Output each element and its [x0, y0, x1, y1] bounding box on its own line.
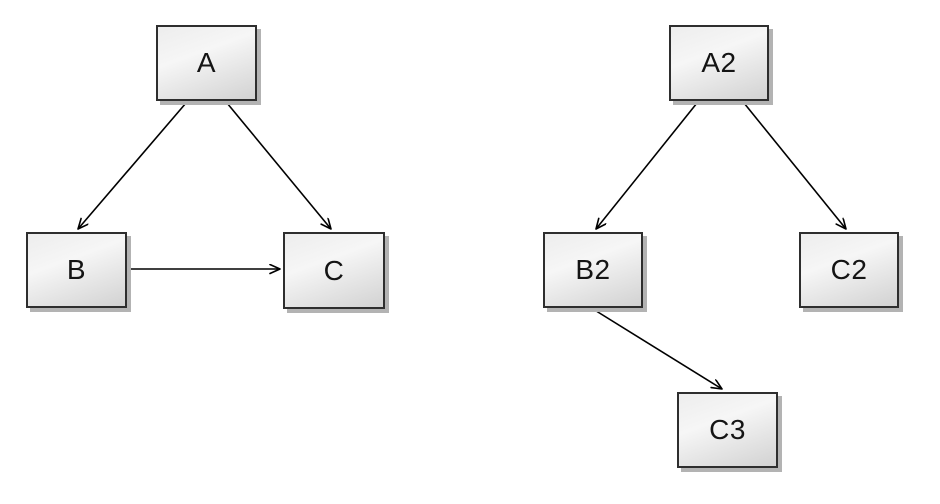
node-C2: C2: [799, 232, 899, 308]
node-label-A: A: [196, 47, 217, 78]
edge-A-to-B: [78, 102, 187, 229]
node-label-C2: C2: [830, 254, 868, 285]
node-A2: A2: [669, 25, 769, 101]
edge-A2-to-C2: [743, 102, 846, 229]
node-B2: B2: [543, 232, 643, 308]
node-A: A: [156, 25, 257, 101]
node-label-C3: C3: [709, 414, 746, 445]
node-label-B: B: [66, 254, 87, 285]
edge-A2-to-B2: [596, 102, 698, 229]
node-B: B: [26, 232, 127, 308]
node-C: C: [283, 232, 385, 309]
edge-B2-to-C3: [592, 308, 722, 389]
edge-A-to-C: [226, 102, 331, 229]
node-C3: C3: [677, 392, 778, 468]
node-label-A2: A2: [701, 47, 737, 78]
node-label-B2: B2: [575, 254, 611, 285]
node-label-C: C: [323, 254, 345, 286]
